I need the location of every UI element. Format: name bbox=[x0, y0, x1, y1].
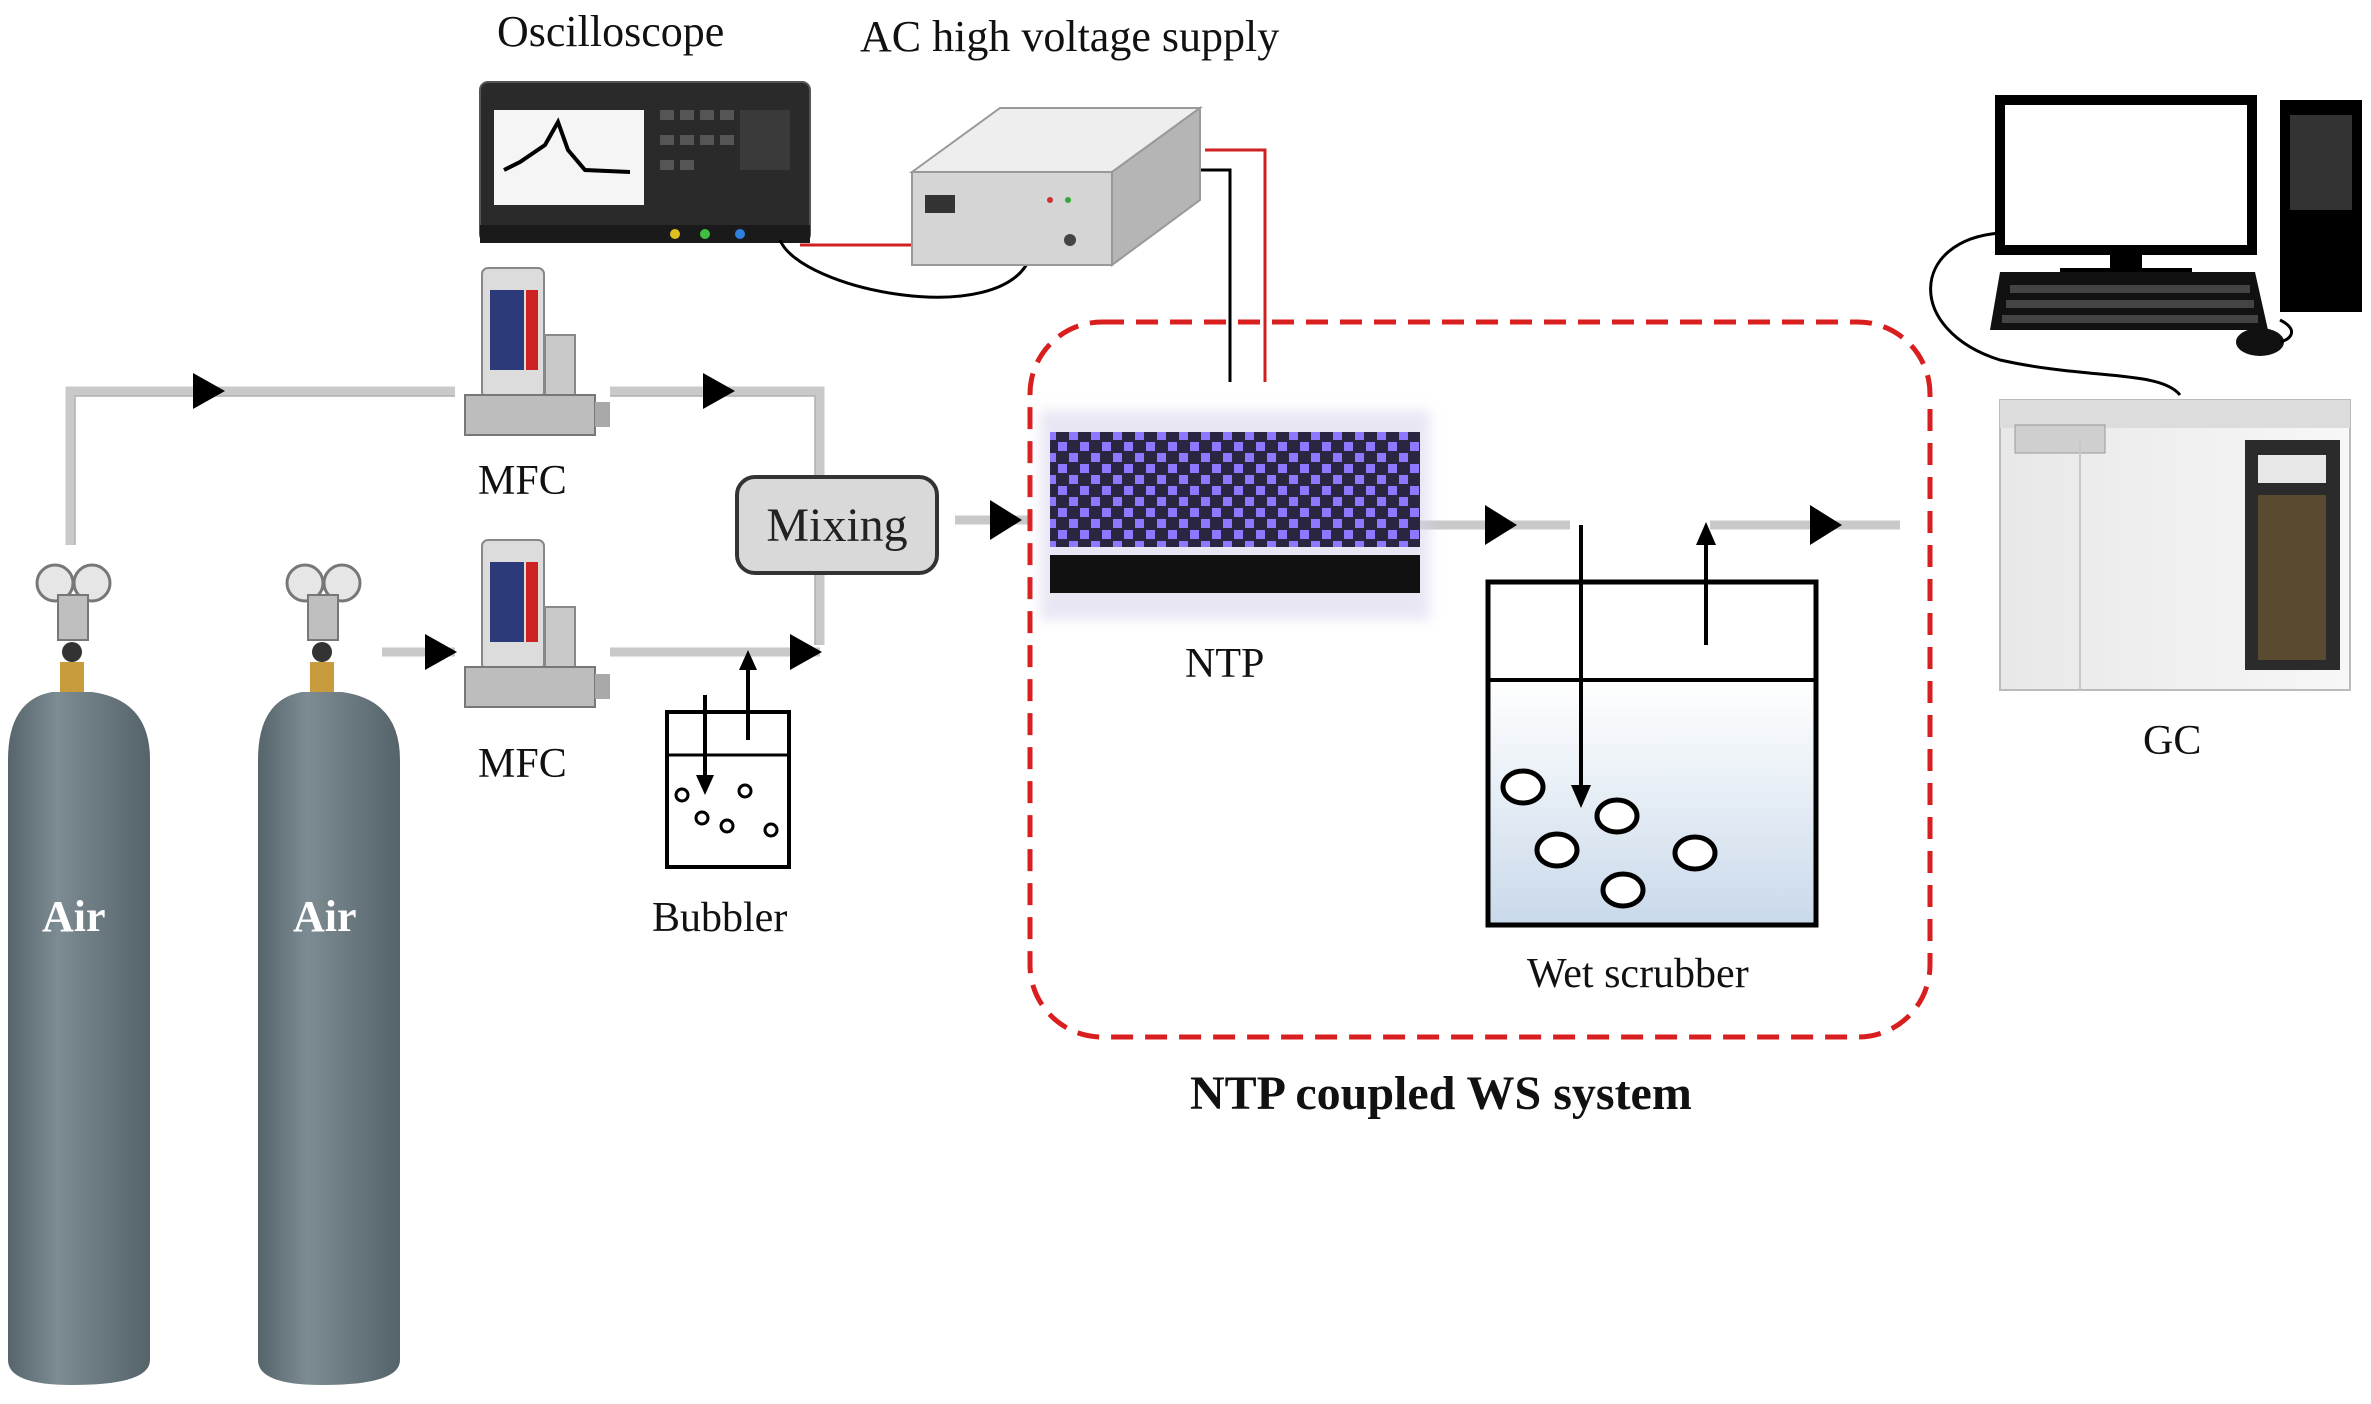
flow-arrow-icon bbox=[193, 373, 1842, 670]
gas-cylinder-left bbox=[8, 563, 150, 1385]
mfc-top-label: MFC bbox=[478, 458, 567, 504]
gas-chromatograph-icon bbox=[1999, 399, 2351, 691]
system-title: NTP coupled WS system bbox=[1190, 1067, 1692, 1120]
mixing-chamber bbox=[735, 475, 939, 575]
mass-flow-controller-bottom bbox=[464, 539, 610, 708]
ntp-reactor bbox=[1040, 410, 1430, 620]
mass-flow-controller-top bbox=[464, 267, 610, 436]
tank-right-label: Air bbox=[293, 892, 357, 941]
gas-pipes bbox=[65, 386, 1900, 657]
tank-left-label: Air bbox=[42, 892, 106, 941]
pressure-regulator-icon bbox=[35, 563, 112, 692]
wet-scrubber bbox=[1485, 522, 1819, 928]
ntp-ws-system-boundary bbox=[1027, 319, 1933, 1040]
gas-cylinder-right bbox=[258, 563, 400, 1385]
computer-icon bbox=[1929, 95, 2362, 397]
mixing-label: Mixing bbox=[766, 499, 907, 552]
mfc-bottom-label: MFC bbox=[478, 741, 567, 787]
gc-label: GC bbox=[2143, 718, 2202, 764]
bubbler-label: Bubbler bbox=[652, 895, 788, 941]
ntp-label: NTP bbox=[1185, 641, 1265, 687]
power-supply-icon bbox=[908, 106, 1204, 267]
pressure-regulator-icon bbox=[285, 563, 362, 692]
oscilloscope-icon bbox=[479, 81, 811, 243]
ac-supply-label: AC high voltage supply bbox=[860, 12, 1280, 61]
oscilloscope-label: Oscilloscope bbox=[497, 7, 725, 56]
wet-scrubber-label: Wet scrubber bbox=[1527, 951, 1749, 997]
bubbler bbox=[665, 650, 791, 869]
